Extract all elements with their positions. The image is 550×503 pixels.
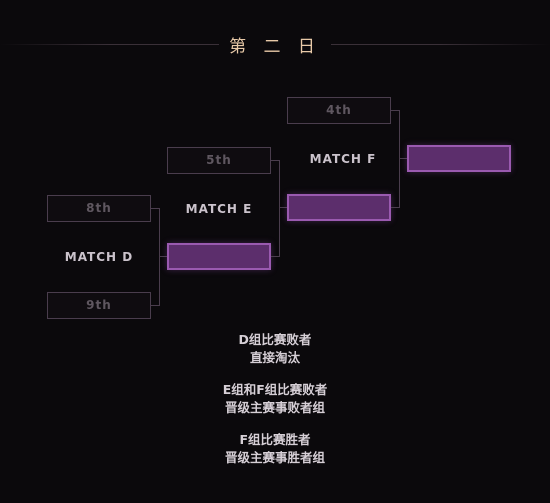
notes: D组比赛败者 直接淘汰 E组和F组比赛败者 晋级主赛事败者组 F组比赛胜者 晋级…	[175, 331, 375, 481]
note-item: F组比赛胜者 晋级主赛事胜者组	[175, 431, 375, 467]
note-line: E组和F组比赛败者	[222, 382, 328, 397]
match-e-link	[280, 207, 287, 208]
note-line: 直接淘汰	[249, 350, 300, 365]
match-e-connector	[271, 160, 280, 257]
match-d-bottom-slot[interactable]: 9th	[47, 292, 151, 319]
match-f-label: MATCH F	[309, 152, 377, 166]
match-d-link	[160, 256, 167, 257]
note-item: D组比赛败者 直接淘汰	[175, 331, 375, 367]
note-line: D组比赛败者	[238, 332, 312, 347]
page-title: 第 二 日	[0, 32, 550, 57]
match-d-winner-slot[interactable]	[167, 243, 271, 270]
match-d-top-slot[interactable]: 8th	[47, 195, 151, 222]
match-e-label: MATCH E	[185, 202, 253, 216]
match-f-winner-slot[interactable]	[407, 145, 511, 172]
match-e-winner-slot[interactable]	[287, 194, 391, 221]
match-f-connector	[391, 110, 400, 208]
note-line: 晋级主赛事胜者组	[224, 450, 325, 465]
note-line: 晋级主赛事败者组	[224, 400, 325, 415]
note-line: F组比赛胜者	[239, 432, 311, 447]
note-item: E组和F组比赛败者 晋级主赛事败者组	[175, 381, 375, 417]
match-f-top-slot[interactable]: 4th	[287, 97, 391, 124]
match-e-top-slot[interactable]: 5th	[167, 147, 271, 174]
match-d-connector	[151, 208, 160, 306]
match-d-label: MATCH D	[64, 250, 134, 264]
match-f-link	[400, 158, 407, 159]
